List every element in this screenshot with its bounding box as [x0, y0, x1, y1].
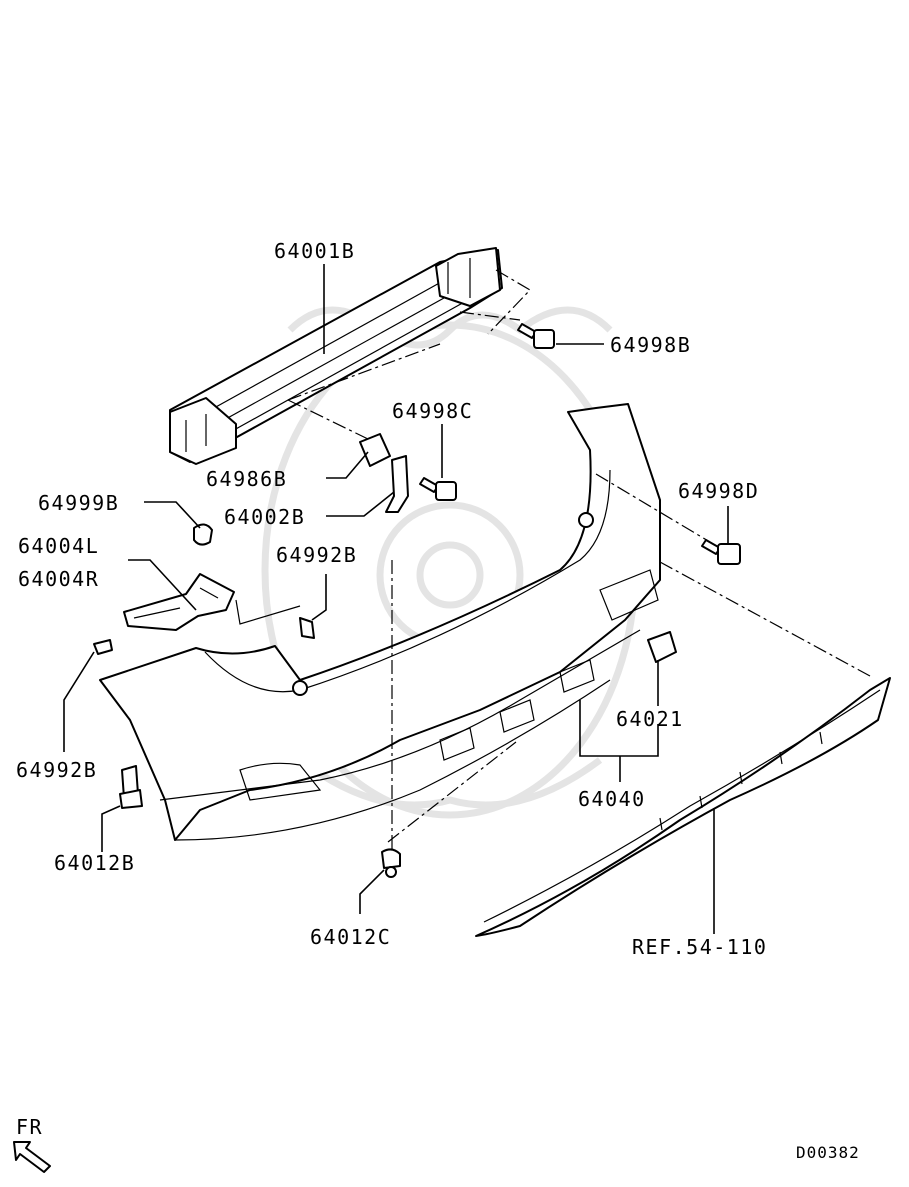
label-64004R: 64004R	[18, 567, 99, 591]
label-64998C: 64998C	[392, 399, 473, 423]
label-64986B: 64986B	[206, 467, 287, 491]
label-64021: 64021	[616, 707, 684, 731]
label-64998D: 64998D	[678, 479, 759, 503]
bracket-64004-part	[123, 573, 235, 631]
front-arrow-icon	[13, 1141, 51, 1173]
label-64012C: 64012C	[310, 925, 391, 949]
label-64004L: 64004L	[18, 534, 99, 558]
leader-lines	[63, 264, 729, 934]
label-64992B-lower: 64992B	[16, 758, 97, 782]
clip-64999B	[193, 523, 213, 546]
label-64040: 64040	[578, 787, 646, 811]
label-64012B: 64012B	[54, 851, 135, 875]
diagram-code: D00382	[796, 1143, 860, 1162]
direction-label: FR	[16, 1115, 43, 1139]
bolt-64998D	[701, 539, 741, 565]
bracket-64021	[647, 631, 677, 663]
label-64999B: 64999B	[38, 491, 119, 515]
lower-trim-part	[475, 677, 891, 937]
label-ref-54-110: REF.54-110	[632, 935, 767, 959]
bolt-64998C	[419, 477, 457, 501]
label-64992B-upper: 64992B	[276, 543, 357, 567]
clip-64012C	[381, 848, 401, 878]
label-64998B: 64998B	[610, 333, 691, 357]
bracket-64002B	[385, 455, 409, 513]
label-64001B: 64001B	[274, 239, 355, 263]
screw-64992B-upper	[299, 617, 315, 639]
clip-64012B	[119, 765, 143, 809]
bushing-64986B	[359, 433, 391, 467]
screw-64992B-lower	[93, 639, 113, 655]
bolt-64998B	[517, 323, 555, 349]
bumper-beam-part	[169, 247, 531, 465]
bumper-cover-part	[99, 403, 871, 850]
label-64002B: 64002B	[224, 505, 305, 529]
